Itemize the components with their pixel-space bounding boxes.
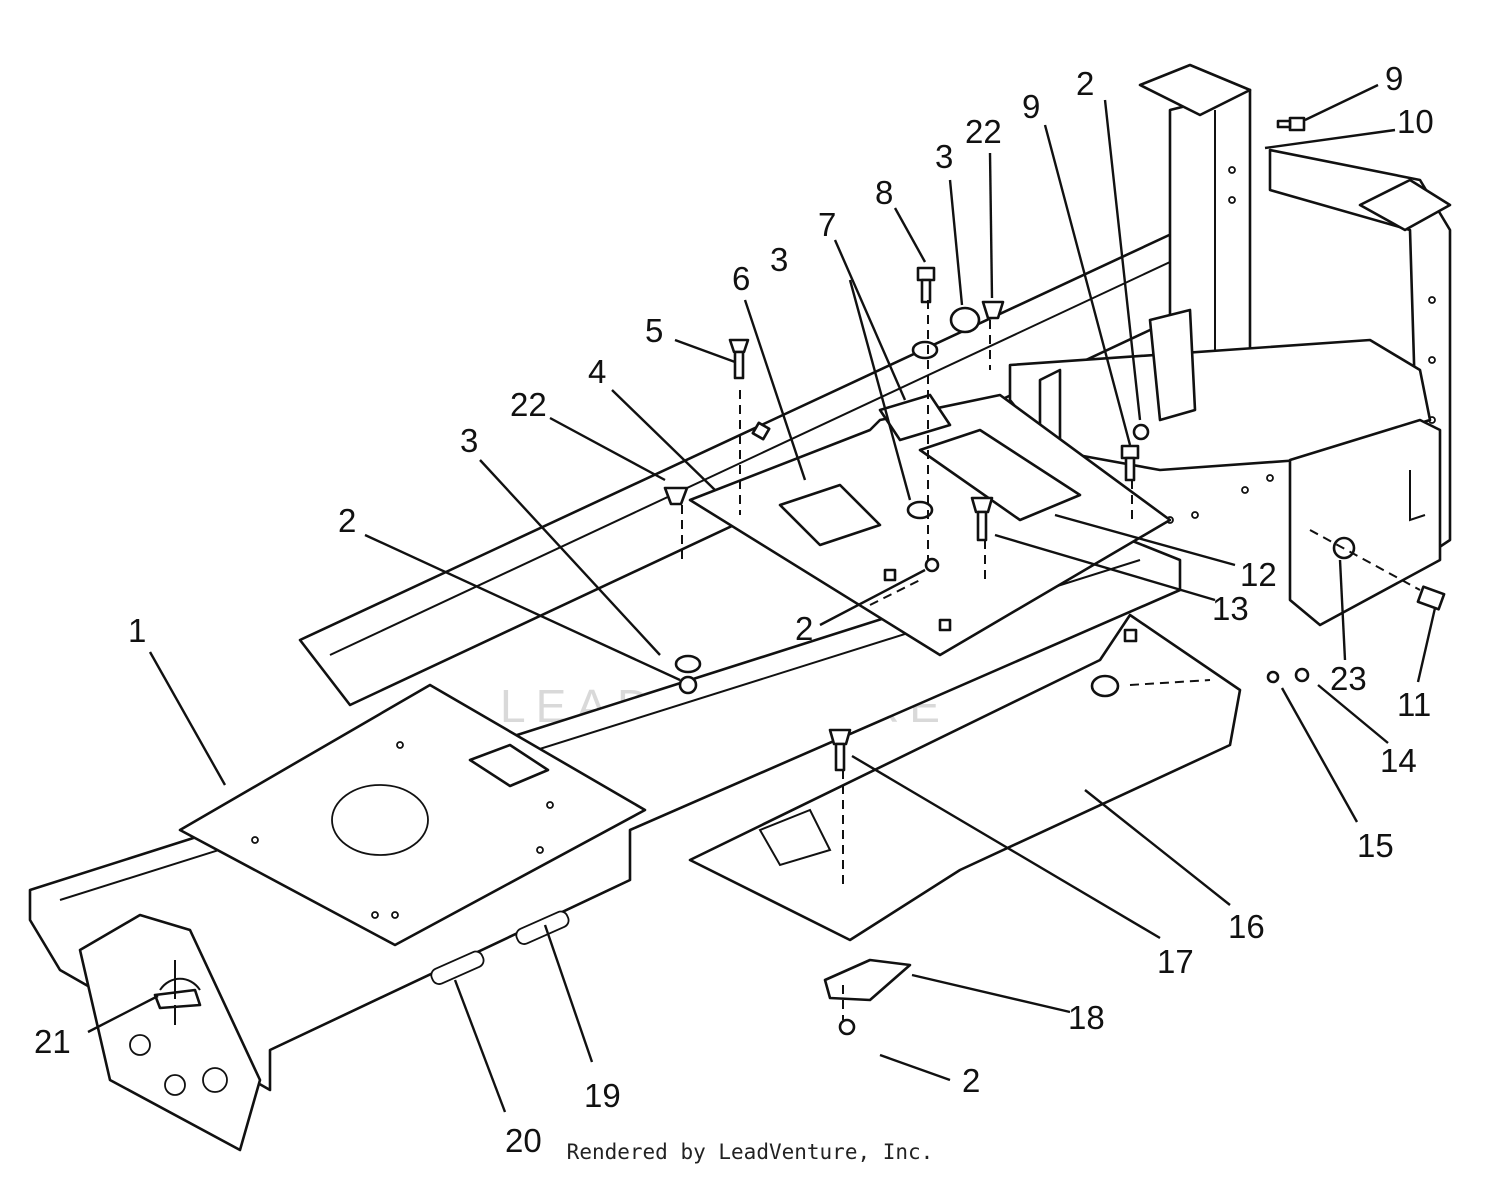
callouts: 1 2 2 2 2 3 3 3 4 5 6 7 8 9 9 10 11 12 1… <box>34 60 1434 1159</box>
callout-16: 16 <box>1228 908 1265 945</box>
callout-9: 9 <box>1022 88 1040 125</box>
bushing <box>1090 674 1120 698</box>
center-floor-plate <box>688 393 1172 657</box>
hex-bolt <box>1120 444 1140 482</box>
carriage-bolt <box>828 728 852 772</box>
callout-6: 6 <box>732 260 750 297</box>
front-bumper <box>78 913 262 1152</box>
hitch-pin <box>153 988 202 1010</box>
plug <box>663 486 689 506</box>
callout-2: 2 <box>795 610 813 647</box>
callout-22: 22 <box>965 113 1002 150</box>
strap-bracket <box>823 958 912 1002</box>
hex-nut <box>1132 423 1150 441</box>
callout-14: 14 <box>1380 742 1417 779</box>
carriage-bolt <box>728 338 750 380</box>
render-credit: Rendered by LeadVenture, Inc. <box>566 1140 934 1164</box>
plug <box>981 300 1005 320</box>
callout-18: 18 <box>1068 999 1105 1036</box>
callout-5: 5 <box>645 312 663 349</box>
callout-12: 12 <box>1240 556 1277 593</box>
callout-2: 2 <box>338 502 356 539</box>
spacer <box>911 340 939 360</box>
callout-8: 8 <box>875 174 893 211</box>
front-deck-plate <box>178 683 647 947</box>
hex-nut <box>838 1018 856 1036</box>
assembly-lines <box>174 300 1421 1025</box>
hex-nut <box>924 557 940 573</box>
carriage-bolt <box>970 496 994 542</box>
hex-bolt <box>916 266 936 304</box>
callout-7: 7 <box>818 206 836 243</box>
callout-20: 20 <box>505 1122 542 1159</box>
callout-3: 3 <box>935 138 953 175</box>
callout-19: 19 <box>584 1077 621 1114</box>
callout-22: 22 <box>510 386 547 423</box>
callout-17: 17 <box>1157 943 1194 980</box>
callout-4: 4 <box>588 353 606 390</box>
hex-bolt <box>1276 116 1306 132</box>
axle-mount-plate <box>1288 418 1442 627</box>
callout-2: 2 <box>1076 65 1094 102</box>
hex-nut <box>1294 667 1310 683</box>
leader-lines <box>87 83 1437 1113</box>
callout-10: 10 <box>1397 103 1434 140</box>
callout-1: 1 <box>128 612 146 649</box>
hex-bolt <box>1416 585 1446 611</box>
callout-15: 15 <box>1357 827 1394 864</box>
hardware <box>153 116 1446 1036</box>
callout-11: 11 <box>1397 686 1431 723</box>
bushing <box>949 306 981 334</box>
callout-9: 9 <box>1385 60 1403 97</box>
callout-3: 3 <box>770 241 788 278</box>
spacer <box>674 654 702 674</box>
callout-3: 3 <box>460 422 478 459</box>
callout-13: 13 <box>1212 590 1249 627</box>
spacer <box>906 500 934 520</box>
hex-nut <box>678 675 698 695</box>
washer <box>1266 670 1280 684</box>
callout-21: 21 <box>34 1023 71 1060</box>
callout-23: 23 <box>1330 660 1367 697</box>
callout-2: 2 <box>962 1062 980 1099</box>
